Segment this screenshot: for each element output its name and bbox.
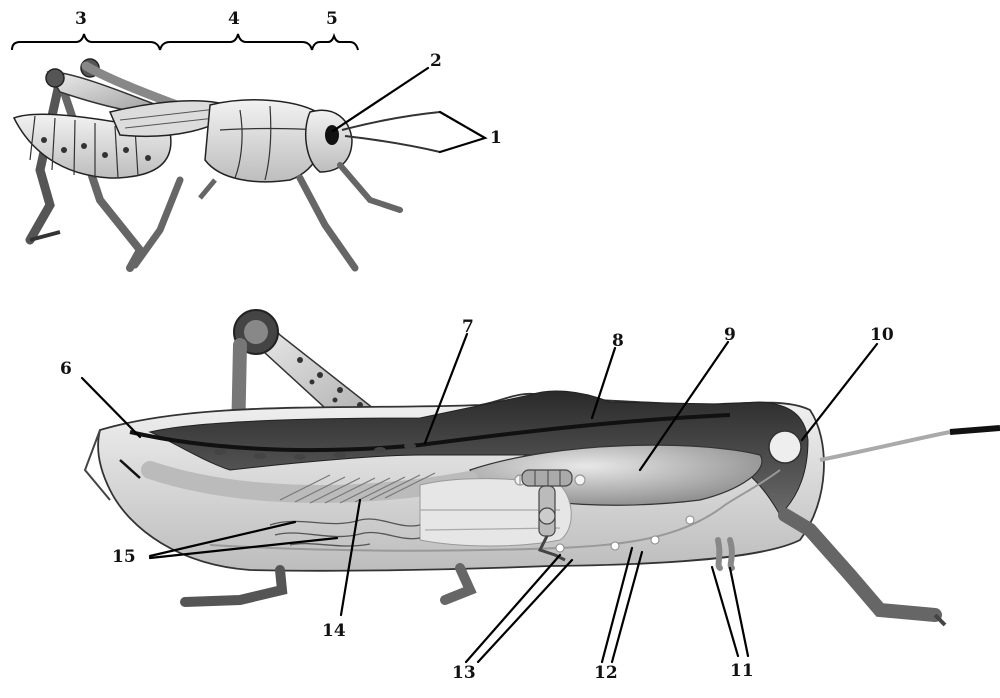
label-2: 2 xyxy=(430,51,442,71)
label-1: 1 xyxy=(490,128,502,148)
label-13: 13 xyxy=(452,663,476,683)
label-11: 11 xyxy=(730,661,754,681)
label-14: 14 xyxy=(322,621,346,641)
body-region-braces xyxy=(12,34,358,50)
label-3: 3 xyxy=(75,9,87,29)
external-grasshopper xyxy=(14,59,440,268)
label-9: 9 xyxy=(724,325,736,345)
label-12: 12 xyxy=(594,663,618,683)
internal-cross-section xyxy=(85,310,1000,625)
label-8: 8 xyxy=(612,331,624,351)
label-7: 7 xyxy=(462,317,474,337)
label-15: 15 xyxy=(112,547,136,567)
label-10: 10 xyxy=(870,325,894,345)
leader-lines-top xyxy=(333,68,485,152)
label-4: 4 xyxy=(228,9,240,29)
label-5: 5 xyxy=(326,9,338,29)
label-6: 6 xyxy=(60,359,72,379)
